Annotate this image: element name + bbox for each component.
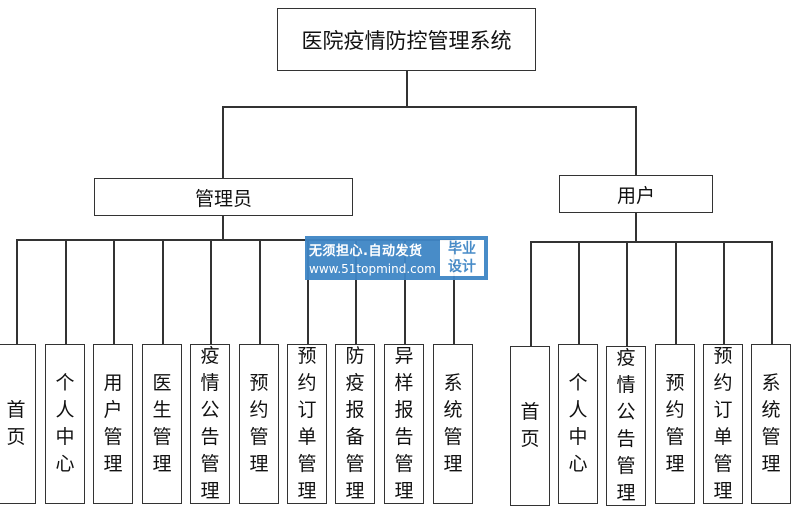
admin-leaf-appointment-order: 预约订单管理 (287, 344, 327, 504)
user-leaf-label: 系统管理 (761, 372, 781, 475)
admin-leaf-personal-center: 个人中心 (45, 344, 85, 504)
admin-leaf-label: 异样报告管理 (394, 345, 414, 502)
admin-leaf-label: 预约管理 (249, 372, 269, 475)
user-label: 用户 (616, 184, 655, 207)
connector-admin-leaf-9 (404, 239, 406, 344)
admin-leaf-doctor-management: 医生管理 (142, 344, 182, 504)
connector-root-horizontal (222, 106, 636, 108)
connector-admin-down (222, 216, 224, 239)
connector-admin-leaf-2 (65, 239, 67, 344)
connector-user-leaf-5 (723, 241, 725, 344)
watermark-banner: 无须担心.自动发货 www.51topmind.com 毕业 设计 (305, 236, 488, 280)
connector-user-leaf-3 (626, 241, 628, 346)
connector-user-down (635, 213, 637, 241)
admin-leaf-system-management: 系统管理 (433, 344, 473, 504)
connector-to-admin (222, 106, 224, 178)
connector-user-leaf-6 (771, 241, 773, 344)
connector-user-leaf-4 (675, 241, 677, 344)
connector-to-user (635, 106, 637, 175)
admin-leaf-label: 个人中心 (55, 372, 75, 475)
connector-user-leaf-2 (578, 241, 580, 344)
admin-node: 管理员 (94, 178, 353, 216)
user-leaf-home: 首页 (510, 346, 550, 506)
user-leaf-system-management: 系统管理 (751, 344, 791, 504)
user-leaf-appointment: 预约管理 (655, 344, 695, 504)
admin-leaf-label: 系统管理 (443, 372, 463, 475)
connector-admin-leaf-7 (307, 239, 309, 344)
user-leaf-label: 预约订单管理 (713, 345, 733, 502)
admin-leaf-label: 预约订单管理 (297, 345, 317, 502)
admin-leaf-label: 医生管理 (152, 372, 172, 475)
user-node: 用户 (559, 175, 713, 213)
admin-leaf-abnormal-report: 异样报告管理 (384, 344, 424, 504)
connector-admin-leaf-5 (210, 239, 212, 344)
admin-leaf-user-management: 用户管理 (93, 344, 133, 504)
admin-leaf-home: 首页 (0, 344, 36, 504)
user-leaf-label: 首页 (520, 401, 540, 450)
connector-root-down (406, 71, 408, 107)
admin-leaf-epidemic-notice: 疫情公告管理 (190, 344, 230, 504)
user-leaf-personal-center: 个人中心 (558, 344, 598, 504)
admin-leaf-label: 首页 (6, 399, 26, 448)
connector-admin-leaf-6 (259, 239, 261, 344)
admin-leaf-label: 疫情公告管理 (200, 345, 220, 502)
root-node: 医院疫情防控管理系统 (277, 8, 536, 71)
watermark-slogan: 无须担心.自动发货 (309, 244, 423, 259)
user-leaf-epidemic-notice: 疫情公告管理 (606, 346, 646, 506)
connector-admin-leaf-1 (16, 239, 18, 344)
connector-user-leaf-1 (530, 241, 532, 346)
connector-user-bus (530, 241, 772, 243)
user-leaf-appointment-order: 预约订单管理 (703, 344, 743, 504)
admin-leaf-label: 防疫报备管理 (345, 345, 365, 502)
watermark-badge-line1: 毕业 (448, 241, 476, 257)
connector-admin-leaf-8 (355, 239, 357, 344)
user-leaf-label: 预约管理 (665, 372, 685, 475)
watermark-url: www.51topmind.com (309, 262, 436, 276)
admin-leaf-prevention-report: 防疫报备管理 (335, 344, 375, 504)
watermark-text-block: 无须担心.自动发货 www.51topmind.com (305, 236, 440, 280)
connector-admin-leaf-4 (162, 239, 164, 344)
root-label: 医院疫情防控管理系统 (301, 28, 512, 53)
user-leaf-label: 个人中心 (568, 372, 588, 475)
user-leaf-label: 疫情公告管理 (616, 347, 636, 504)
connector-admin-bus (16, 239, 454, 241)
watermark-badge-line2: 设计 (448, 259, 476, 275)
admin-leaf-label: 用户管理 (103, 372, 123, 475)
connector-admin-leaf-3 (113, 239, 115, 344)
admin-leaf-appointment: 预约管理 (239, 344, 279, 504)
watermark-badge: 毕业 设计 (440, 240, 484, 276)
admin-label: 管理员 (194, 187, 252, 210)
connector-admin-leaf-10 (453, 239, 455, 344)
